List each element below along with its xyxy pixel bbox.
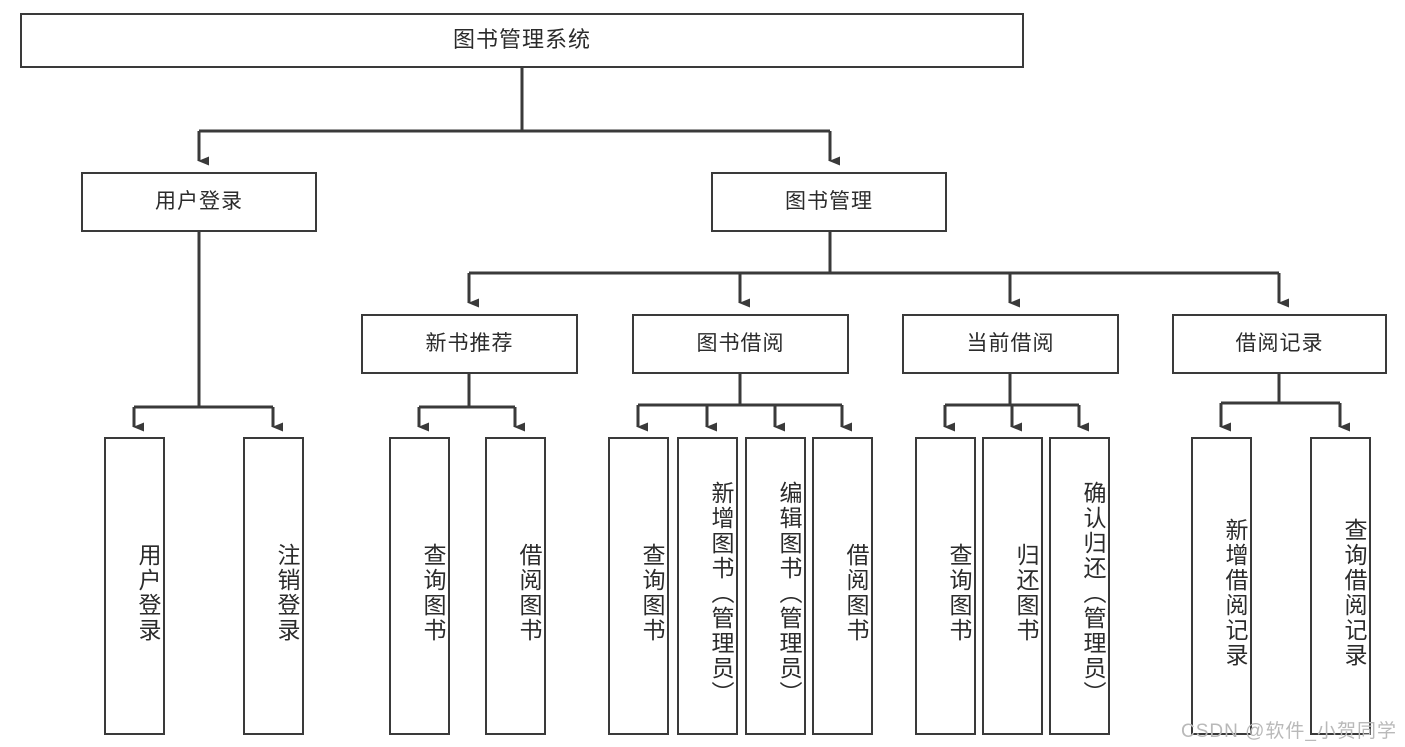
node-leaf-borrow-book-label: 借阅图书 [843,543,869,643]
edges-bookmanage-to-level2 [467,232,1289,308]
node-leaf-add-record-label: 新增借阅记录 [1222,518,1248,668]
edges-bookborrow-to-leaves [636,374,852,432]
node-current-borrow-label: 当前借阅 [966,332,1055,356]
node-book-manage-label: 图书管理 [785,190,873,214]
node-leaf-query-book-rec-label: 查询图书 [420,543,446,643]
node-leaf-query-book-rec[interactable]: 查询图书 [389,437,450,735]
node-leaf-query-book-current-label: 查询图书 [946,543,972,643]
node-user-login-label: 用户登录 [155,190,243,214]
node-leaf-query-record[interactable]: 查询借阅记录 [1310,437,1371,735]
node-leaf-borrow-book-rec-label: 借阅图书 [516,543,542,643]
node-root-label: 图书管理系统 [452,27,591,53]
node-leaf-borrow-book[interactable]: 借阅图书 [812,437,873,735]
edges-userlogin-to-leaves [132,232,283,432]
edges-currentborrow-to-leaves [943,374,1089,432]
node-current-borrow[interactable]: 当前借阅 [902,314,1119,374]
node-book-borrow[interactable]: 图书借阅 [632,314,849,374]
node-leaf-user-login-label: 用户登录 [135,543,161,643]
node-leaf-return-book[interactable]: 归还图书 [982,437,1043,735]
node-leaf-user-login[interactable]: 用户登录 [104,437,165,735]
node-user-login[interactable]: 用户登录 [81,172,317,232]
edges-root-to-level1 [197,68,840,166]
node-new-book-rec[interactable]: 新书推荐 [361,314,578,374]
node-leaf-logout[interactable]: 注销登录 [243,437,304,735]
node-leaf-borrow-book-rec[interactable]: 借阅图书 [485,437,546,735]
node-leaf-logout-label: 注销登录 [274,543,300,643]
node-leaf-edit-book[interactable]: 编辑图书（管理员） [745,437,806,735]
node-leaf-add-book[interactable]: 新增图书（管理员） [677,437,738,735]
node-leaf-edit-book-label: 编辑图书（管理员） [776,480,802,706]
node-leaf-add-book-label: 新增图书（管理员） [708,480,734,706]
node-leaf-confirm-return[interactable]: 确认归还（管理员） [1049,437,1110,735]
node-leaf-query-book-current[interactable]: 查询图书 [915,437,976,735]
node-leaf-query-record-label: 查询借阅记录 [1341,518,1367,668]
node-leaf-query-book-borrow-label: 查询图书 [639,543,665,643]
node-new-book-rec-label: 新书推荐 [425,332,514,356]
edges-borrowrecord-to-leaves [1219,374,1350,432]
node-borrow-record-label: 借阅记录 [1235,332,1324,356]
node-borrow-record[interactable]: 借阅记录 [1172,314,1387,374]
node-leaf-query-book-borrow[interactable]: 查询图书 [608,437,669,735]
node-leaf-add-record[interactable]: 新增借阅记录 [1191,437,1252,735]
node-book-borrow-label: 图书借阅 [696,332,785,356]
node-leaf-confirm-return-label: 确认归还（管理员） [1080,480,1106,706]
node-leaf-return-book-label: 归还图书 [1013,543,1039,643]
node-root-book-management-system[interactable]: 图书管理系统 [20,13,1024,68]
node-book-manage[interactable]: 图书管理 [711,172,947,232]
edges-newbookrec-to-leaves [417,374,525,432]
